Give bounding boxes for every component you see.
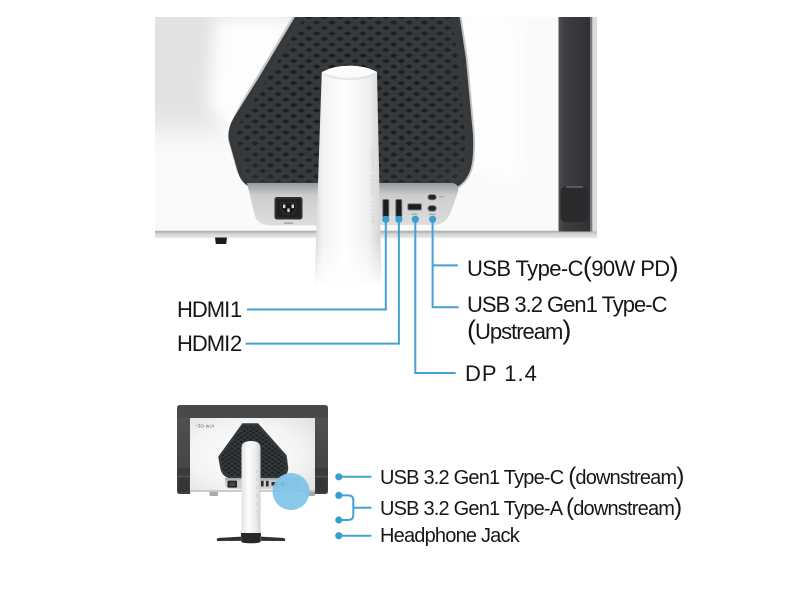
svg-text:−ʡO·ʦUI: −ʡO·ʦUI — [195, 424, 214, 429]
svg-text:SIGNAL ENGINE SYSTEM: SIGNAL ENGINE SYSTEM — [371, 150, 376, 225]
